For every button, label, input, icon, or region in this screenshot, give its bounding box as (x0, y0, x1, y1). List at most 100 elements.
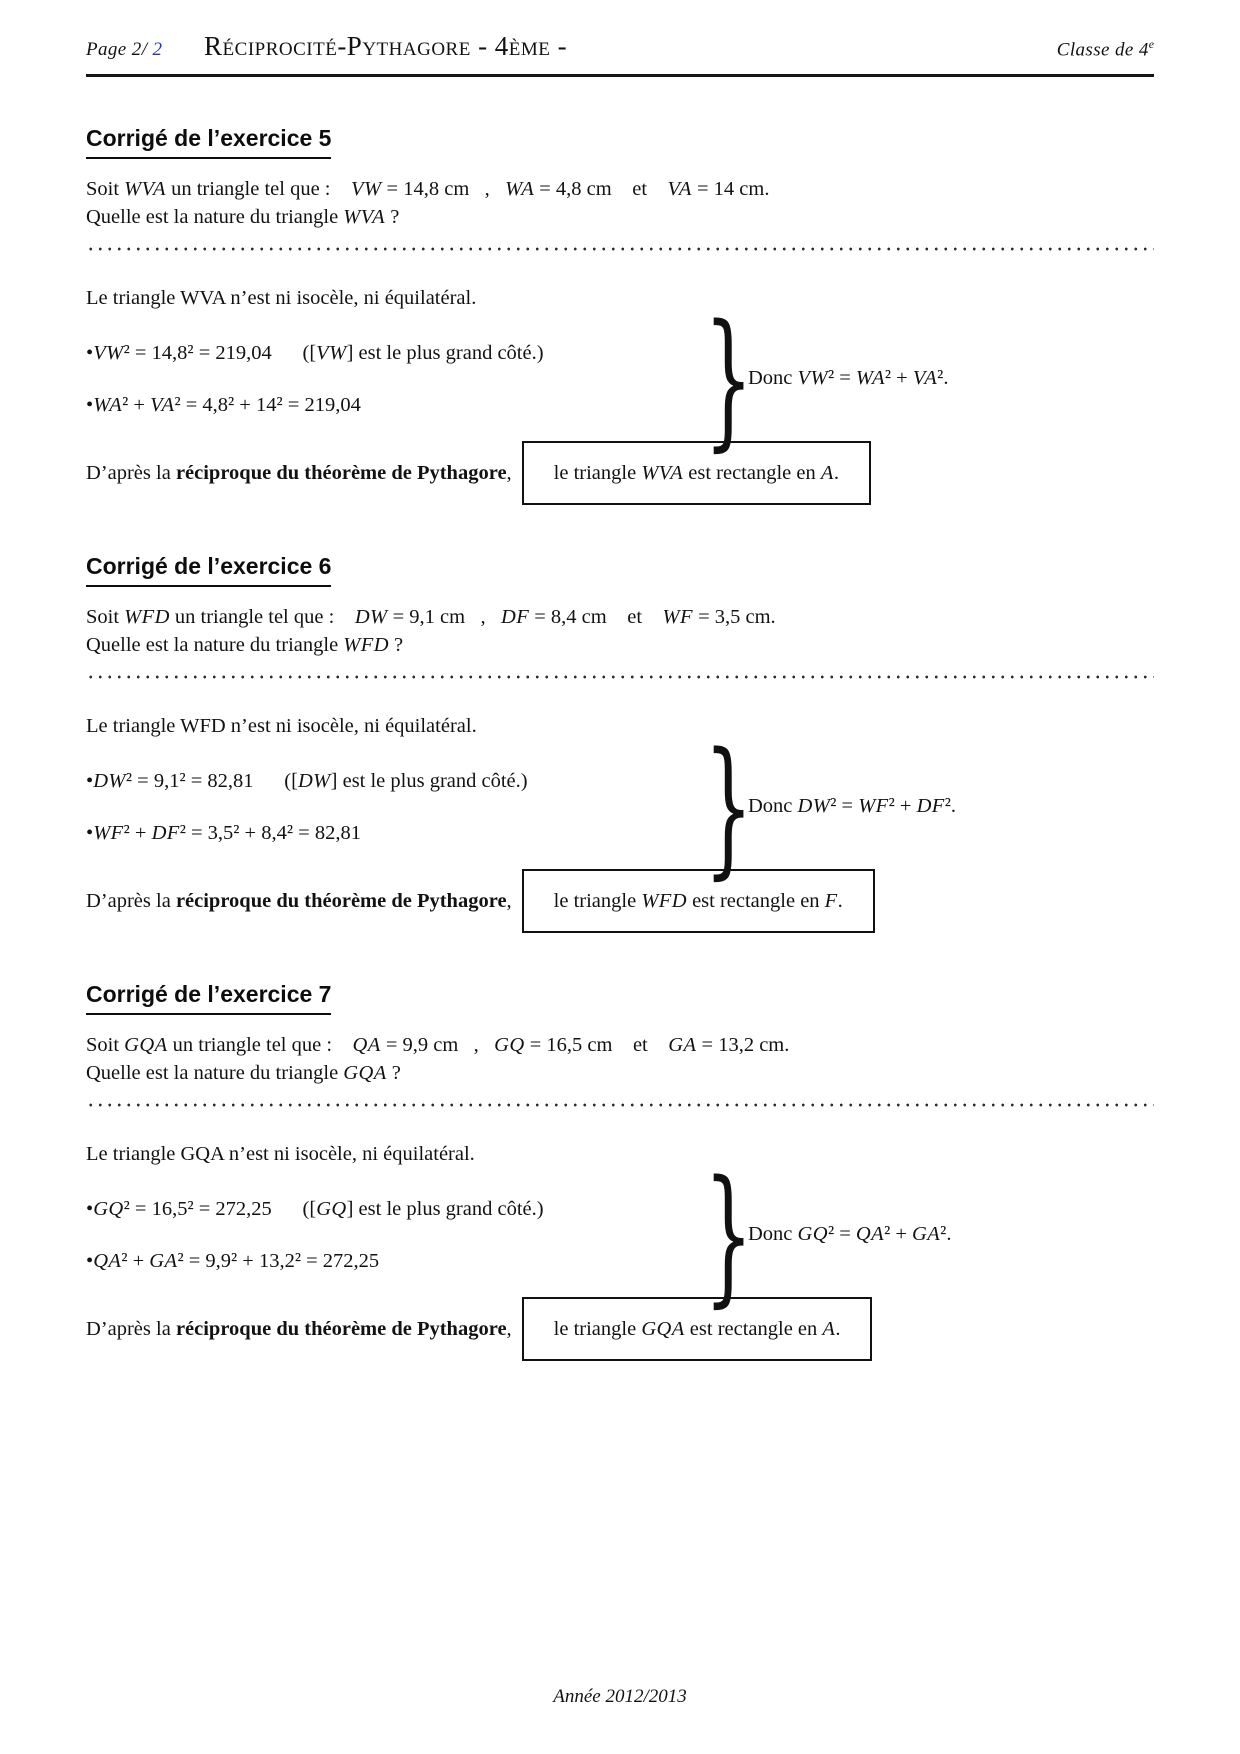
text-segment: D’après la (86, 889, 176, 912)
text-segment: réciproque du théorème de Pythagore (175, 461, 507, 484)
text-segment: D’après la (86, 461, 176, 484)
text-segment: DF (151, 821, 180, 844)
text-segment: DW (354, 606, 388, 629)
text-segment: Le triangle GQA n’est ni isocèle, ni équ… (86, 1143, 475, 1166)
text-segment: Donc (748, 795, 798, 818)
text-segment: Donc (748, 367, 798, 390)
answer-dotted-line (86, 1100, 1154, 1111)
text-segment: 2 (152, 39, 163, 61)
text-segment: DW (297, 769, 331, 792)
text-segment: GQ (494, 1034, 525, 1057)
text-segment: WA (855, 367, 885, 390)
text-segment: = 8,4 cm et (529, 606, 663, 629)
text-segment: . (833, 462, 839, 485)
calculation-block: •DW² = 9,1² = 82,81 ([DW] est le plus gr… (86, 720, 1154, 893)
text-segment: , (506, 1317, 512, 1340)
text-segment: le triangle (553, 1318, 642, 1341)
text-segment: ² = 9,9² + 13,2² = 272,25 (177, 1249, 380, 1272)
right-brace-icon: } (704, 720, 754, 893)
triangle-nature-line: Le triangle WVA n’est ni isocèle, ni équ… (86, 284, 1154, 312)
text-segment: le triangle (553, 462, 642, 485)
text-segment: = 14 cm. (691, 178, 770, 201)
text-segment: ? (386, 1062, 401, 1085)
text-segment: ² + (123, 821, 152, 844)
deduction-row: D’après la réciproque du théorème de Pyt… (86, 441, 1154, 506)
text-segment: A (820, 462, 834, 485)
exercise-heading-row: Corrigé de l’exercice 6 (86, 553, 1154, 603)
text-segment: ² = 14,8² = 219,04 ([ (123, 341, 317, 364)
text-segment: un triangle tel que : (167, 1034, 353, 1057)
page-header: Page 2/ 2 Réciprocité-Pythagore - 4ème -… (86, 30, 1154, 78)
right-brace-icon: } (704, 1148, 754, 1321)
conclusion-formula: Donc DW² = WF² + DF². (748, 795, 956, 818)
text-segment: Quelle est la nature du triangle (86, 206, 344, 229)
text-segment: WFD (124, 606, 170, 629)
text-segment: , (506, 461, 512, 484)
text-segment: ². (944, 795, 956, 818)
text-segment: Soit (86, 606, 125, 629)
text-segment: ² = 4,8² + 14² = 219,04 (174, 393, 361, 416)
calculation-block: •VW² = 14,8² = 219,04 ([VW] est le plus … (86, 292, 1154, 465)
text-segment: DF (500, 606, 530, 629)
calculation-list: •VW² = 14,8² = 219,04 ([VW] est le plus … (86, 318, 694, 439)
text-segment: Classe de 4 (1056, 39, 1149, 61)
calculation-line: •GQ² = 16,5² = 272,25 ([GQ] est le plus … (86, 1195, 694, 1223)
exercise-section-6: Corrigé de l’exercice 6 Soit WFD un tria… (86, 553, 1154, 934)
text-segment: VW (316, 341, 347, 364)
calculation-line: •WF² + DF² = 3,5² + 8,4² = 82,81 (86, 819, 694, 847)
text-segment: ? (385, 206, 400, 229)
exercise-heading-row: Corrigé de l’exercice 5 (86, 125, 1154, 175)
text-segment: ² + (122, 393, 151, 416)
conclusion-formula: Donc GQ² = QA² + GA². (748, 1223, 951, 1246)
given-line: Soit GQA un triangle tel que : QA = 9,9 … (86, 1031, 1154, 1059)
text-segment: VW (797, 367, 828, 390)
answer-dotted-line (86, 672, 1154, 683)
calculation-line: •DW² = 9,1² = 82,81 ([DW] est le plus gr… (86, 767, 694, 795)
text-segment: WVA (124, 178, 166, 201)
answer-dotted-line (86, 244, 1154, 255)
deduction-line: D’après la réciproque du théorème de Pyt… (86, 1318, 512, 1341)
text-segment: WFD (641, 890, 687, 913)
deduction-row: D’après la réciproque du théorème de Pyt… (86, 1297, 1154, 1362)
text-segment: A (822, 1318, 836, 1341)
triangle-nature-line: Le triangle GQA n’est ni isocèle, ni équ… (86, 1140, 1154, 1168)
calculation-line: •WA² + VA² = 4,8² + 14² = 219,04 (86, 391, 694, 419)
footer-year: Année 2012/2013 (553, 1686, 687, 1707)
document-title: Réciprocité-Pythagore - 4ème - (204, 31, 568, 62)
given-line: Soit WVA un triangle tel que : VW = 14,8… (86, 175, 1154, 203)
question-line: Quelle est la nature du triangle WVA ? (86, 203, 1154, 231)
text-segment: WVA (343, 206, 386, 229)
conclusion-formula: Donc VW² = WA² + VA². (748, 367, 948, 390)
text-segment: ² = (827, 367, 856, 390)
text-segment: = 3,5 cm. (692, 606, 776, 629)
text-segment: ² + (121, 1249, 150, 1272)
text-segment: GQA (343, 1062, 387, 1085)
exercise-heading: Corrigé de l’exercice 7 (86, 981, 332, 1016)
text-segment: GA (668, 1034, 697, 1057)
text-segment: F (824, 890, 838, 913)
text-segment: = 13,2 cm. (696, 1034, 790, 1057)
calculation-line: •QA² + GA² = 9,9² + 13,2² = 272,25 (86, 1247, 694, 1275)
text-segment: Soit (86, 178, 125, 201)
conclusion-box: le triangle GQA est rectangle en A. (521, 1297, 873, 1362)
text-segment: GQ (93, 1197, 124, 1220)
text-segment: VA (912, 367, 938, 390)
class-label: Classe de 4e (1057, 30, 1154, 65)
exercise-heading: Corrigé de l’exercice 6 (86, 553, 332, 588)
text-segment: Donc (748, 1223, 798, 1246)
deduction-line: D’après la réciproque du théorème de Pyt… (86, 462, 512, 485)
right-brace-icon: } (704, 292, 754, 465)
text-segment: Quelle est la nature du triangle (86, 1062, 344, 1085)
text-segment: ² = 16,5² = 272,25 ([ (123, 1197, 317, 1220)
calculation-line: •VW² = 14,8² = 219,04 ([VW] est le plus … (86, 339, 694, 367)
text-segment: ² + (888, 795, 917, 818)
text-segment: Quelle est la nature du triangle (86, 634, 344, 657)
deduction-row: D’après la réciproque du théorème de Pyt… (86, 869, 1154, 934)
text-segment: = 16,5 cm et (524, 1034, 669, 1057)
calculation-list: •DW² = 9,1² = 82,81 ([DW] est le plus gr… (86, 746, 694, 867)
text-segment: DF (916, 795, 945, 818)
text-segment: WF (93, 821, 124, 844)
page-indicator[interactable]: Page 2/ 2 (86, 35, 162, 65)
text-segment: GA (149, 1249, 178, 1272)
